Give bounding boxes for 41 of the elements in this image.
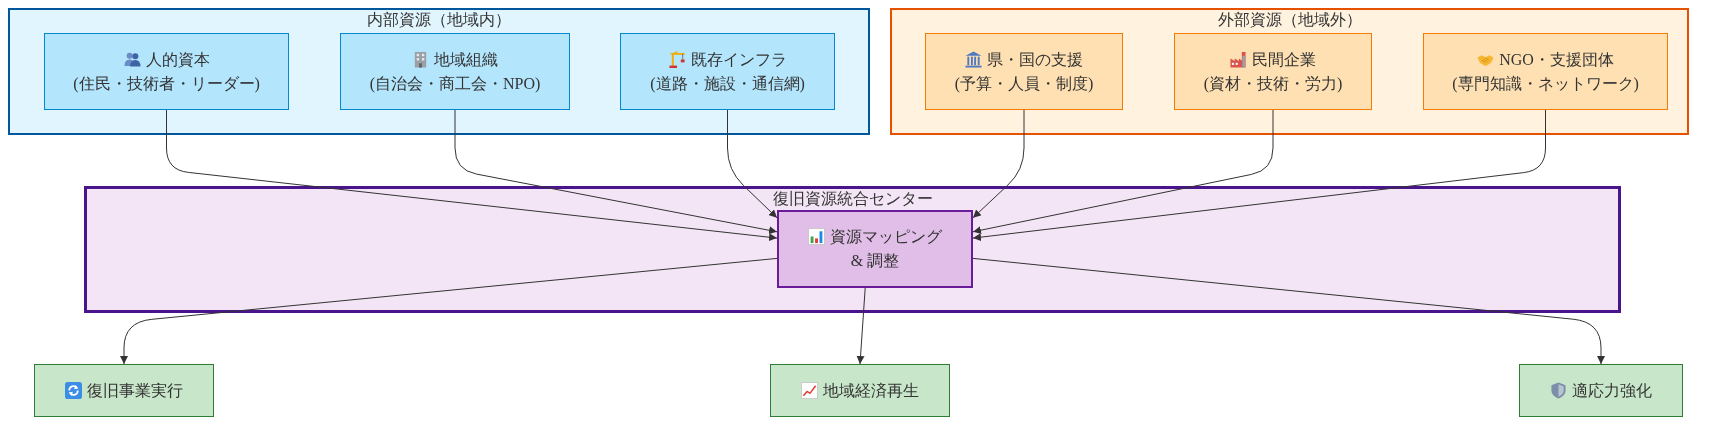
resource-name: NGO・支援団体 bbox=[1499, 49, 1614, 70]
resource-box bbox=[44, 33, 289, 110]
process-box bbox=[777, 210, 973, 288]
outcome-label: 地域経済再生 bbox=[823, 380, 919, 401]
group-panel bbox=[890, 8, 1689, 135]
resource-details: (資材・技術・労力) bbox=[1203, 73, 1343, 95]
resource-name: 既存インフラ bbox=[690, 49, 787, 70]
resource-details: (住民・技術者・リーダー) bbox=[73, 73, 260, 95]
arrow bbox=[120, 257, 778, 365]
resource-box bbox=[1174, 33, 1372, 110]
resource-details: (道路・施設・通信網) bbox=[650, 73, 805, 95]
arrow bbox=[166, 109, 778, 242]
resource-name: 人的資本 bbox=[145, 49, 210, 70]
process-label: 資源マッピング & 調整 bbox=[830, 228, 942, 269]
group-title: 外部資源（地域外） bbox=[1217, 11, 1362, 28]
resource-box bbox=[925, 33, 1123, 110]
group-title: 復旧資源統合センター bbox=[772, 190, 933, 207]
resource-details: (予算・人員・制度) bbox=[954, 73, 1094, 95]
outcome-box bbox=[34, 364, 214, 417]
resource-name: 県・国の支援 bbox=[987, 49, 1083, 70]
group-panel bbox=[84, 186, 1621, 313]
resource-box bbox=[340, 33, 570, 110]
resource-name: 地域組織 bbox=[434, 49, 498, 70]
resource-box bbox=[620, 33, 835, 110]
arrow bbox=[972, 257, 1605, 365]
resource-box bbox=[1423, 33, 1668, 110]
group-panel bbox=[8, 8, 870, 135]
arrow bbox=[972, 109, 1274, 235]
resource-details: (専門知識・ネットワーク) bbox=[1452, 73, 1639, 95]
resource-details: (自治会・商工会・NPO) bbox=[369, 73, 541, 95]
arrow bbox=[972, 109, 1025, 219]
group-title: 内部資源（地域内） bbox=[367, 11, 511, 28]
outcome-label: 適応力強化 bbox=[1572, 380, 1652, 401]
arrow bbox=[727, 109, 778, 219]
outcome-box bbox=[1519, 364, 1683, 417]
resource-name: 民間企業 bbox=[1252, 49, 1316, 70]
arrow bbox=[856, 287, 866, 365]
arrow bbox=[454, 109, 778, 235]
outcome-box bbox=[770, 364, 950, 417]
arrow bbox=[972, 109, 1546, 242]
outcome-label: 復旧事業実行 bbox=[87, 380, 183, 401]
